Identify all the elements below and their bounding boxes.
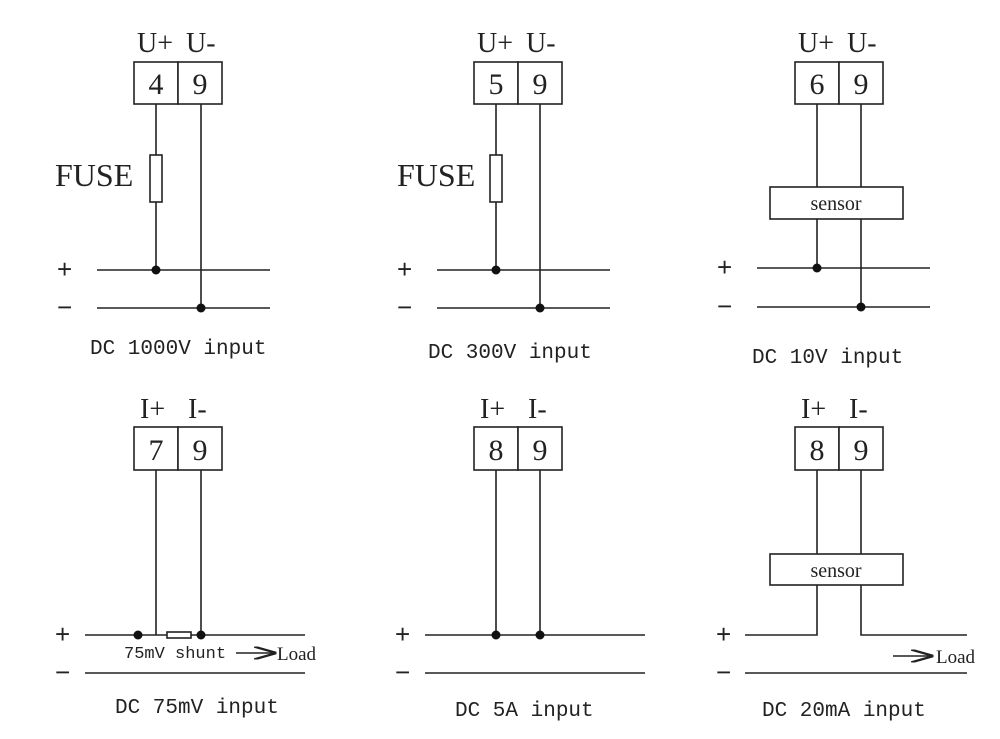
load-label: Load bbox=[277, 644, 317, 665]
load-label: Load bbox=[936, 647, 976, 668]
panel-dc-300v: U+ U- 5 9 FUSE + − DC 300V input bbox=[397, 28, 610, 365]
negative-terminal-label: U- bbox=[526, 28, 556, 59]
sensor-label: sensor bbox=[810, 560, 861, 582]
fuse-symbol bbox=[149, 154, 163, 203]
terminal-number: 9 bbox=[193, 434, 208, 467]
junction-dot bbox=[812, 263, 822, 273]
shunt-symbol bbox=[166, 631, 192, 639]
negative-terminal-label: I- bbox=[849, 394, 868, 425]
negative-terminal-label: I- bbox=[188, 394, 207, 425]
caption: DC 20mA input bbox=[762, 700, 926, 723]
terminal-number: 9 bbox=[193, 68, 208, 101]
positive-terminal-label: U+ bbox=[798, 28, 834, 59]
panel-dc-75mv: I+ I- 7 9 + − 75mV shunt Load DC 75mV in… bbox=[55, 394, 317, 720]
minus-sign: − bbox=[395, 657, 410, 687]
terminal-box bbox=[517, 426, 563, 471]
positive-terminal-label: U+ bbox=[477, 28, 513, 59]
plus-sign: + bbox=[395, 619, 410, 649]
junction-dot bbox=[856, 302, 866, 312]
shunt-label: 75mV shunt bbox=[124, 645, 226, 664]
panel-dc-20ma: I+ I- 8 9 sensor + − Load DC 20mA input bbox=[716, 394, 976, 723]
minus-sign: − bbox=[717, 291, 732, 321]
junction-dot bbox=[535, 630, 545, 640]
caption: DC 10V input bbox=[752, 347, 903, 370]
caption: DC 5A input bbox=[455, 700, 594, 723]
negative-terminal-label: U- bbox=[186, 28, 216, 59]
panel-dc-1000v: U+ U- 4 9 FUSE + − DC 1000V input bbox=[55, 28, 270, 361]
positive-terminal-label: U+ bbox=[137, 28, 173, 59]
terminal-number: 8 bbox=[489, 434, 504, 467]
fuse-label: FUSE bbox=[55, 157, 133, 193]
negative-terminal-label: U- bbox=[847, 28, 877, 59]
sensor-box bbox=[769, 186, 904, 220]
minus-sign: − bbox=[397, 292, 412, 322]
fuse-symbol bbox=[489, 154, 503, 203]
junction-dot bbox=[491, 265, 501, 275]
minus-sign: − bbox=[716, 657, 731, 687]
positive-terminal-label: I+ bbox=[140, 394, 165, 425]
plus-sign: + bbox=[55, 619, 70, 649]
junction-dot bbox=[535, 303, 545, 313]
plus-sign: + bbox=[57, 254, 72, 284]
terminal-number: 9 bbox=[533, 68, 548, 101]
fuse-label: FUSE bbox=[397, 157, 475, 193]
terminal-number: 9 bbox=[854, 68, 869, 101]
sensor-label: sensor bbox=[810, 193, 861, 215]
terminal-number: 7 bbox=[149, 434, 164, 467]
plus-sign: + bbox=[397, 254, 412, 284]
plus-sign: + bbox=[716, 619, 731, 649]
caption: DC 75mV input bbox=[115, 697, 279, 720]
positive-terminal-label: I+ bbox=[801, 394, 826, 425]
terminal-number: 9 bbox=[854, 434, 869, 467]
negative-terminal-label: I- bbox=[528, 394, 547, 425]
sensor-box bbox=[769, 553, 904, 586]
panel-dc-5a: I+ I- 8 9 + − DC 5A input bbox=[395, 394, 645, 723]
junction-dot bbox=[491, 630, 501, 640]
terminal-number: 8 bbox=[810, 434, 825, 467]
panel-dc-10v: U+ U- 6 9 sensor + − DC 10V input bbox=[717, 28, 930, 370]
minus-sign: − bbox=[57, 292, 72, 322]
terminal-number: 6 bbox=[810, 68, 825, 101]
positive-terminal-label: I+ bbox=[480, 394, 505, 425]
junction-dot bbox=[133, 630, 143, 640]
junction-dot bbox=[196, 630, 206, 640]
minus-sign: − bbox=[55, 657, 70, 687]
terminal-box bbox=[473, 61, 519, 105]
junction-dot bbox=[196, 303, 206, 313]
junction-dot bbox=[151, 265, 161, 275]
terminal-number: 5 bbox=[489, 68, 504, 101]
terminal-number: 4 bbox=[149, 68, 164, 101]
plus-sign: + bbox=[717, 252, 732, 282]
terminal-box bbox=[177, 426, 223, 471]
terminal-number: 9 bbox=[533, 434, 548, 467]
caption: DC 300V input bbox=[428, 342, 592, 365]
terminal-box bbox=[838, 61, 884, 105]
terminal-box bbox=[794, 426, 840, 471]
caption: DC 1000V input bbox=[90, 338, 266, 361]
terminal-box bbox=[177, 61, 223, 105]
terminal-box bbox=[133, 61, 179, 105]
